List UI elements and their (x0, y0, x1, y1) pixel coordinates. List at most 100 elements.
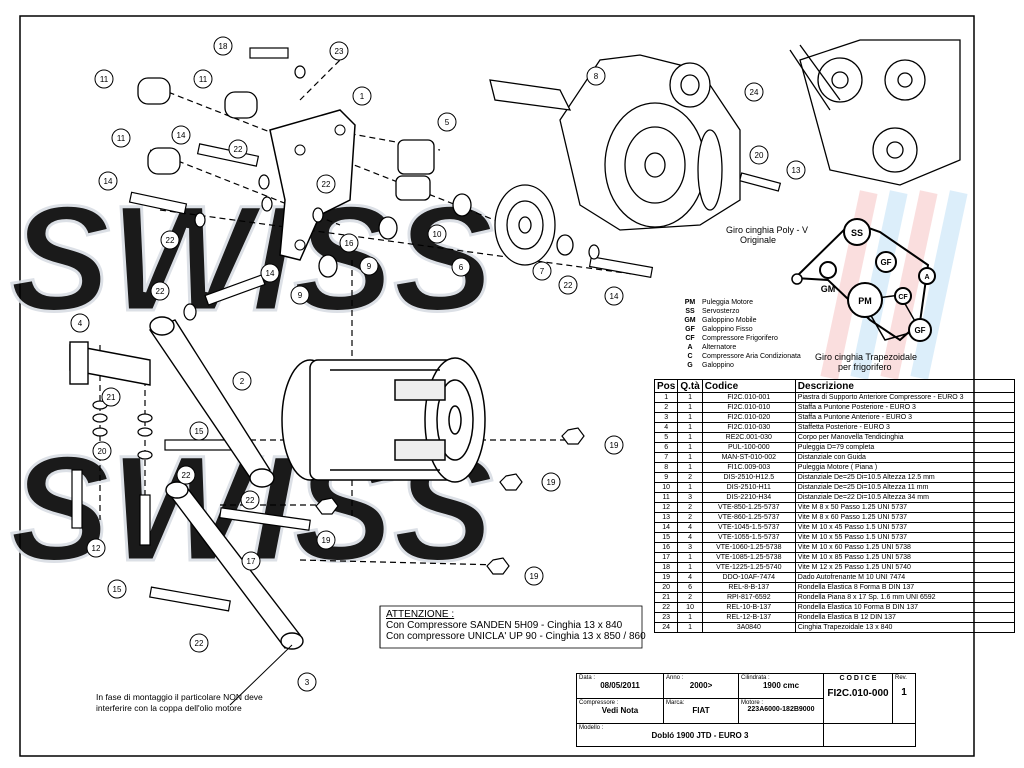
tb-data-value: 08/05/2011 (600, 681, 640, 690)
callout-14b: 14 (98, 171, 118, 191)
legend-code: PM (684, 299, 696, 306)
pulley-cf: CF (894, 287, 912, 305)
table-cell: FI1C.009-003 (701, 462, 796, 473)
callout-9a: 9 (359, 256, 379, 276)
table-cell: 2 (677, 472, 703, 483)
table-cell: Rondella Piana 8 x 17 Sp. 1.6 mm UNI 659… (794, 592, 1015, 603)
pulley-gf-top: GF (875, 251, 897, 273)
table-cell: 4 (677, 532, 703, 543)
callout-22a: 22 (228, 139, 248, 159)
table-cell: 4 (653, 422, 679, 433)
legend-code: G (687, 362, 693, 369)
callout-21: 21 (101, 387, 121, 407)
tb-motore-label: Motore : (741, 700, 764, 706)
table-cell: VTE-850-1.25-5737 (701, 502, 796, 513)
svg-text:5: 5 (445, 118, 450, 127)
legend-code: C (687, 353, 693, 360)
table-cell: 3A0840 (701, 622, 796, 633)
svg-text:24: 24 (750, 88, 759, 97)
table-cell: VTE-1085-1.25-5738 (701, 552, 796, 563)
belt-routing-diagram: SS PM GF GM A CF GF Giro cinghia Poly - … (726, 218, 936, 372)
callout-19c: 19 (316, 530, 336, 550)
callout-19b: 19 (541, 472, 561, 492)
table-cell: 5 (653, 432, 679, 443)
legend-text: Compressore Frigorifero (702, 335, 778, 342)
svg-text:22: 22 (195, 639, 204, 648)
callout-24: 24 (744, 82, 764, 102)
callout-3: 3 (297, 672, 317, 692)
table-cell: 14 (653, 522, 679, 533)
parts-header-cell: Pos (653, 379, 679, 393)
table-cell: Distanziale De=25 Di=10.5 Altezza 11 mm (794, 482, 1015, 493)
svg-text:22: 22 (182, 471, 191, 480)
table-cell: Corpo per Manovella Tendicinghia (794, 432, 1015, 443)
svg-text:19: 19 (610, 441, 619, 450)
callout-4: 4 (70, 313, 90, 333)
table-cell: Staffetta Posteriore - EURO 3 (794, 422, 1015, 433)
svg-text:20: 20 (98, 447, 107, 456)
tb-modello-label: Modello : (579, 725, 604, 731)
callout-14c: 14 (260, 263, 280, 283)
table-cell: RPI-817-6592 (701, 592, 796, 603)
table-cell: VTE-1045-1.5-5737 (701, 522, 796, 533)
table-cell: MAN-ST-010-002 (701, 452, 796, 463)
legend-code: GF (685, 326, 695, 333)
table-cell: Vite M 8 x 60 Passo 1.25 UNI 5737 (794, 512, 1015, 523)
tb-motore-cell: Motore :223A6000-182B9000 (738, 698, 824, 724)
callout-14a: 14 (171, 125, 191, 145)
notice-heading: ATTENZIONE : (386, 609, 455, 620)
engine-belt-view (789, 39, 961, 186)
table-cell: Vite M 10 x 55 Passo 1.5 UNI 5737 (794, 532, 1015, 543)
legend-text: Servosterzo (702, 308, 740, 315)
mount-note-leader (229, 644, 293, 706)
tb-marca-value: FIAT (692, 706, 710, 715)
table-cell: 2 (677, 592, 703, 603)
svg-text:19: 19 (322, 536, 331, 545)
table-cell: 1 (677, 622, 703, 633)
table-cell: 3 (653, 412, 679, 423)
parts-header-cell: Descrizione (794, 379, 1015, 393)
table-cell: 18 (653, 562, 679, 573)
svg-text:17: 17 (247, 557, 256, 566)
svg-text:23: 23 (335, 47, 344, 56)
callout-22e: 22 (150, 281, 170, 301)
tensioner-assembly (318, 139, 574, 278)
svg-text:13: 13 (792, 166, 801, 175)
callout-22f: 22 (176, 465, 196, 485)
table-cell: DIS-2210-H34 (701, 492, 796, 503)
table-cell: 4 (677, 522, 703, 533)
svg-text:3: 3 (305, 678, 310, 687)
nuts-and-washers (92, 65, 600, 575)
pulley-cf-label: CF (898, 294, 908, 301)
table-cell: 1 (677, 562, 703, 573)
tb-data-label: Data : (579, 675, 596, 681)
callout-18: 18 (213, 36, 233, 56)
svg-text:8: 8 (594, 72, 599, 81)
legend-code: GM (684, 317, 696, 324)
pulley-pm: PM (847, 282, 883, 318)
notice-line-2: Con compressore UNICLA' UP 90 - Cinghia … (386, 631, 646, 642)
table-cell: 1 (677, 442, 703, 453)
title-block: Data :08/05/2011 Anno :2000> Cilindrata … (576, 673, 916, 747)
callout-19a: 19 (604, 435, 624, 455)
callout-10: 10 (427, 224, 447, 244)
callout-19d: 19 (524, 566, 544, 586)
table-cell: 15 (653, 532, 679, 543)
table-cell: 1 (677, 432, 703, 443)
legend-text: Puleggia Motore (702, 299, 753, 306)
table-cell: Distanziale De=25 Di=10.5 Altezza 12.5 m… (794, 472, 1015, 483)
